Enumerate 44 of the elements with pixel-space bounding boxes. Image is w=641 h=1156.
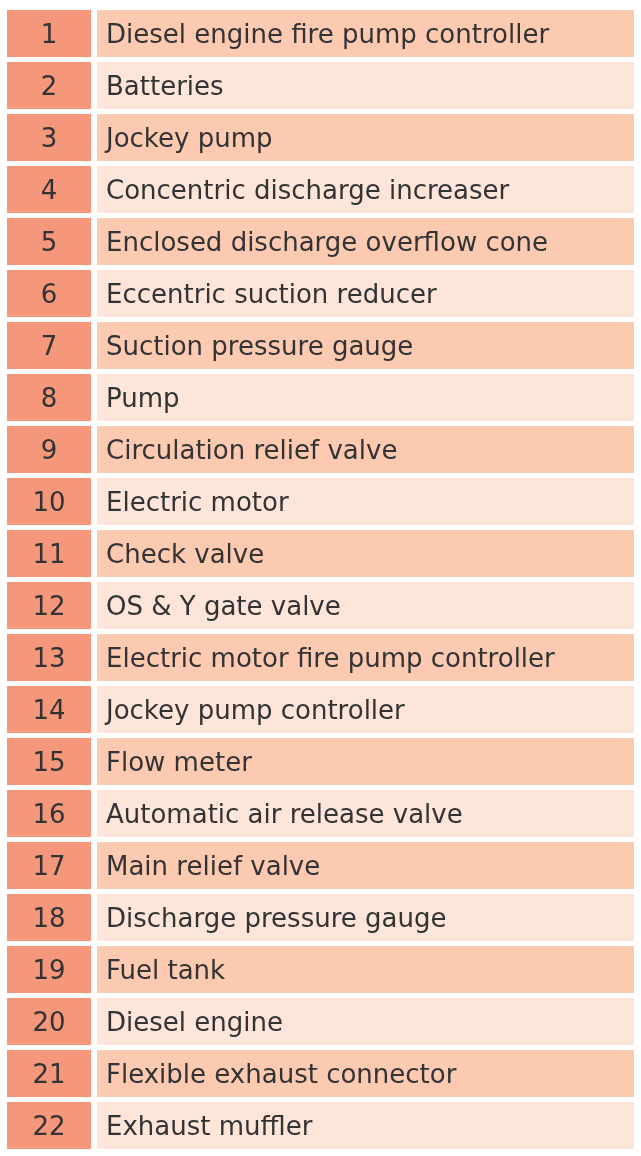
number-cell: 4	[7, 166, 91, 213]
part-name-cell: Check valve	[97, 530, 634, 577]
part-name-cell: Main relief valve	[97, 842, 634, 889]
part-name-cell: Diesel engine	[97, 998, 634, 1045]
number-cell: 19	[7, 946, 91, 993]
part-name-cell: Diesel engine fire pump controller	[97, 10, 634, 57]
number-cell: 3	[7, 114, 91, 161]
number-cell: 12	[7, 582, 91, 629]
number-cell: 6	[7, 270, 91, 317]
number-cell: 16	[7, 790, 91, 837]
number-cell: 15	[7, 738, 91, 785]
number-cell: 10	[7, 478, 91, 525]
part-name-cell: Flow meter	[97, 738, 634, 785]
number-cell: 1	[7, 10, 91, 57]
part-name-cell: Suction pressure gauge	[97, 322, 634, 369]
number-cell: 20	[7, 998, 91, 1045]
number-cell: 9	[7, 426, 91, 473]
part-name-cell: Electric motor	[97, 478, 634, 525]
part-name-cell: Jockey pump	[97, 114, 634, 161]
number-cell: 17	[7, 842, 91, 889]
part-name-cell: Exhaust muffler	[97, 1102, 634, 1149]
number-cell: 18	[7, 894, 91, 941]
number-cell: 5	[7, 218, 91, 265]
part-name-cell: Discharge pressure gauge	[97, 894, 634, 941]
part-name-cell: Automatic air release valve	[97, 790, 634, 837]
number-cell: 13	[7, 634, 91, 681]
number-cell: 14	[7, 686, 91, 733]
number-cell: 2	[7, 62, 91, 109]
number-cell: 8	[7, 374, 91, 421]
number-cell: 7	[7, 322, 91, 369]
part-name-cell: Jockey pump controller	[97, 686, 634, 733]
part-name-cell: OS & Y gate valve	[97, 582, 634, 629]
number-cell: 21	[7, 1050, 91, 1097]
part-name-cell: Concentric discharge increaser	[97, 166, 634, 213]
number-cell: 22	[7, 1102, 91, 1149]
part-name-cell: Eccentric suction reducer	[97, 270, 634, 317]
part-name-cell: Batteries	[97, 62, 634, 109]
part-name-cell: Flexible exhaust connector	[97, 1050, 634, 1097]
part-name-cell: Fuel tank	[97, 946, 634, 993]
number-cell: 11	[7, 530, 91, 577]
part-name-cell: Circulation relief valve	[97, 426, 634, 473]
part-name-cell: Electric motor fire pump controller	[97, 634, 634, 681]
part-name-cell: Pump	[97, 374, 634, 421]
part-name-cell: Enclosed discharge overflow cone	[97, 218, 634, 265]
